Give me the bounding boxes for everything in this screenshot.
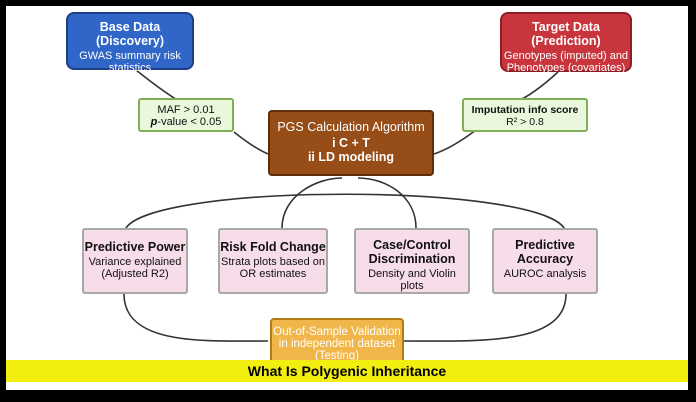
target-filter-box: Imputation info score R² > 0.8 [462, 98, 588, 132]
target-data-line1: Genotypes (imputed) and [503, 50, 629, 62]
predictive-accuracy-line1: AUROC analysis [503, 268, 587, 280]
target-filter-line2: R² > 0.8 [506, 116, 544, 128]
output-case-control: Case/Control Discrimination Density and … [354, 228, 470, 294]
connector-algorithm-to-case [357, 177, 417, 229]
algorithm-line2: ii LD modeling [307, 150, 395, 164]
connector-algorithm-to-outer-ring [123, 193, 567, 235]
predictive-accuracy-title2: Accuracy [516, 252, 574, 266]
p-symbol: p [150, 116, 158, 128]
target-data-line2: Phenotypes (covariates) [506, 62, 626, 74]
predictive-power-line1: Variance explained [88, 256, 182, 268]
diagram-frame: Base Data (Discovery) GWAS summary risk … [6, 6, 688, 390]
base-data-title: Base Data (Discovery) [95, 20, 165, 48]
risk-fold-change-title: Risk Fold Change [220, 240, 326, 254]
predictive-accuracy-title: Predictive [515, 238, 575, 252]
target-data-box: Target Data (Prediction) Genotypes (impu… [500, 12, 632, 74]
predictive-power-title: Predictive Power [84, 240, 186, 254]
algorithm-line1: i C + T [332, 136, 370, 150]
algorithm-box: PGS Calculation Algorithm i C + T ii LD … [268, 110, 434, 176]
case-control-title2: Discrimination [368, 252, 456, 266]
output-predictive-power: Predictive Power Variance explained (Adj… [82, 228, 188, 294]
base-filter-line1: MAF > 0.01 [157, 104, 215, 116]
risk-fold-change-line1: Strata plots based on [221, 256, 325, 268]
base-filter-box: MAF > 0.01 p-value < 0.05 [138, 98, 234, 132]
connector-filter-to-algorithm [233, 131, 269, 155]
connector-accuracy-to-validation [403, 293, 567, 342]
risk-fold-change-line2: OR estimates [239, 268, 307, 280]
validation-line3: (Testing) [314, 350, 360, 362]
base-data-line2: statistics [108, 62, 152, 74]
case-control-line1: Density and Violin plots [368, 268, 456, 292]
caption-text: What Is Polygenic Inheritance [247, 363, 447, 379]
output-risk-fold-change: Risk Fold Change Strata plots based on O… [218, 228, 328, 294]
connector-algorithm-to-risk [281, 177, 343, 229]
connector-power-to-validation [123, 293, 269, 342]
validation-line2: in independent dataset [278, 338, 396, 350]
algorithm-title: PGS Calculation Algorithm [277, 120, 425, 134]
case-control-title: Case/Control [373, 238, 451, 252]
connector-lines [123, 69, 567, 342]
base-data-box: Base Data (Discovery) GWAS summary risk … [66, 12, 194, 74]
predictive-power-line2: (Adjusted R2) [101, 268, 169, 280]
target-data-title: Target Data (Prediction) [531, 20, 601, 48]
connector-filter-to-algorithm-right [433, 129, 477, 155]
base-data-line1: GWAS summary risk [79, 50, 181, 62]
validation-line1: Out-of-Sample Validation [273, 326, 401, 338]
output-predictive-accuracy: Predictive Accuracy AUROC analysis [492, 228, 598, 294]
base-filter-line2-rest: -value < 0.05 [157, 116, 222, 128]
base-filter-line2: p-value < 0.05 [140, 116, 232, 128]
target-filter-line1: Imputation info score [471, 104, 579, 116]
caption-banner: What Is Polygenic Inheritance [6, 360, 688, 382]
